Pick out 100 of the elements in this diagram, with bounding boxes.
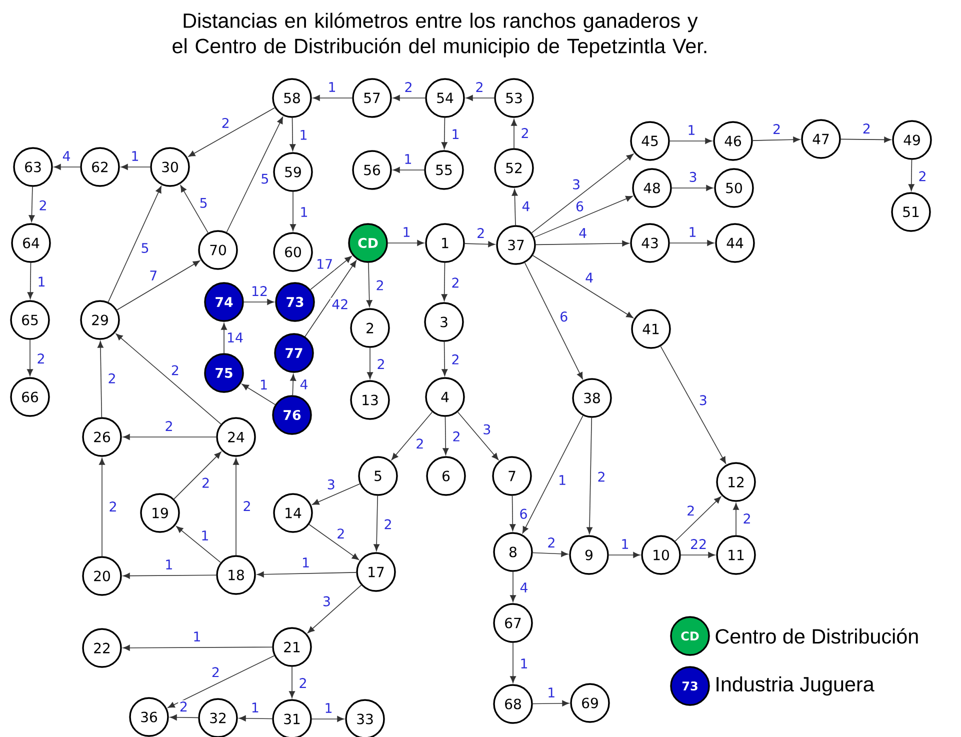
edge-label: 2 bbox=[546, 536, 558, 549]
arrow bbox=[524, 262, 583, 380]
edge-label: 1 bbox=[326, 80, 338, 94]
edge-label: 1 bbox=[300, 556, 312, 569]
edge-label: 4 bbox=[518, 581, 530, 594]
arrow bbox=[532, 550, 568, 557]
arrow bbox=[116, 334, 222, 424]
edge-label: 7 bbox=[148, 269, 159, 282]
edge-label: 2 bbox=[170, 364, 181, 376]
arrow bbox=[188, 107, 276, 157]
arrow bbox=[256, 571, 357, 578]
edge-label: 2 bbox=[861, 122, 872, 135]
edge-label: 1 bbox=[686, 124, 698, 136]
edge-label: 3 bbox=[698, 394, 709, 407]
edge-label: 2 bbox=[178, 700, 190, 713]
edge-label: 12 bbox=[250, 284, 270, 298]
edge-label: 3 bbox=[570, 178, 582, 191]
arrow bbox=[840, 136, 892, 143]
arrow bbox=[534, 196, 633, 238]
edge-label: 4 bbox=[577, 226, 588, 240]
arrow bbox=[510, 642, 516, 684]
edge-label: 2 bbox=[382, 518, 394, 530]
edge-label: 2 bbox=[375, 358, 387, 370]
arrow bbox=[367, 347, 373, 380]
title: Distancias en kilómetros entre los ranchos ganaderos y el Centro de Distribución del municipio de Tepetzintla Ver. bbox=[172, 12, 706, 58]
edge-label: 1 bbox=[450, 128, 462, 140]
arrow bbox=[226, 116, 284, 233]
edge-label: 5 bbox=[198, 196, 210, 210]
arrow bbox=[532, 255, 634, 318]
arrow bbox=[290, 117, 296, 152]
edge-label: 1 bbox=[191, 630, 203, 643]
edge-label: 2 bbox=[474, 80, 486, 94]
edge-label: 2 bbox=[35, 352, 47, 365]
arrow bbox=[27, 339, 33, 376]
arrow bbox=[304, 260, 356, 337]
edge-label: 2 bbox=[402, 80, 414, 94]
edge-label: 1 bbox=[298, 206, 310, 218]
arrow bbox=[122, 572, 217, 579]
arrow bbox=[674, 496, 722, 542]
arrow bbox=[441, 262, 448, 302]
arrow bbox=[97, 340, 104, 418]
arrow bbox=[532, 700, 570, 706]
edge-label: 4 bbox=[520, 200, 532, 212]
edge-label: 2 bbox=[771, 122, 782, 136]
edge-label: 1 bbox=[250, 701, 261, 714]
arrow bbox=[680, 552, 716, 558]
arrow bbox=[442, 341, 448, 376]
arrow bbox=[512, 188, 518, 226]
arrow bbox=[54, 164, 81, 170]
edge-label: 22 bbox=[688, 538, 708, 550]
edge-label: 2 bbox=[106, 372, 118, 385]
edge-label: 42 bbox=[330, 298, 350, 310]
arrow bbox=[27, 262, 34, 300]
edge-label: 2 bbox=[210, 666, 222, 678]
arrow bbox=[122, 644, 273, 651]
edge-label: 1 bbox=[322, 702, 334, 714]
arrow bbox=[308, 584, 362, 634]
arrow bbox=[392, 167, 425, 173]
edge-label: 6 bbox=[574, 200, 586, 213]
arrow bbox=[522, 415, 584, 534]
edge-label: 1 bbox=[199, 529, 211, 542]
arrow bbox=[464, 241, 496, 248]
arrow bbox=[122, 434, 217, 440]
edge-label: 2 bbox=[374, 278, 386, 292]
edge-label: 2 bbox=[475, 226, 486, 240]
arrow bbox=[660, 346, 726, 464]
edge-label: 1 bbox=[686, 226, 698, 238]
edge-label: 6 bbox=[558, 310, 570, 323]
edge-label: 1 bbox=[298, 128, 310, 142]
edge-label: 2 bbox=[519, 126, 531, 140]
arrow bbox=[116, 260, 200, 310]
edge-label: 1 bbox=[36, 275, 48, 288]
arrow bbox=[290, 191, 296, 232]
edge-label: 2 bbox=[450, 430, 462, 443]
arrow bbox=[441, 117, 448, 150]
edge-label: 4 bbox=[584, 271, 595, 284]
arrow bbox=[733, 502, 739, 536]
edge-label: 2 bbox=[37, 199, 49, 212]
arrow bbox=[908, 159, 914, 192]
arrow bbox=[608, 552, 640, 558]
edge-label: 2 bbox=[450, 353, 462, 366]
arrow bbox=[180, 185, 208, 234]
edge-label: 2 bbox=[163, 420, 175, 432]
arrow bbox=[669, 138, 712, 144]
arrow bbox=[392, 95, 426, 101]
edge-label: 4 bbox=[298, 378, 310, 391]
arrow bbox=[466, 95, 495, 101]
edge-label: 1 bbox=[258, 378, 270, 391]
arrow bbox=[510, 571, 516, 602]
edge-label: 14 bbox=[225, 331, 245, 344]
edge-label: 1 bbox=[400, 226, 412, 238]
arrow bbox=[176, 526, 222, 563]
edge-label: 2 bbox=[741, 512, 753, 525]
legend-text: Centro de Distribución bbox=[716, 628, 918, 644]
edge-label: 2 bbox=[685, 504, 696, 517]
edge-label: 1 bbox=[546, 686, 557, 699]
arrow bbox=[108, 186, 162, 302]
arrow bbox=[366, 262, 372, 308]
arrow bbox=[510, 495, 516, 532]
arrow bbox=[511, 118, 517, 149]
